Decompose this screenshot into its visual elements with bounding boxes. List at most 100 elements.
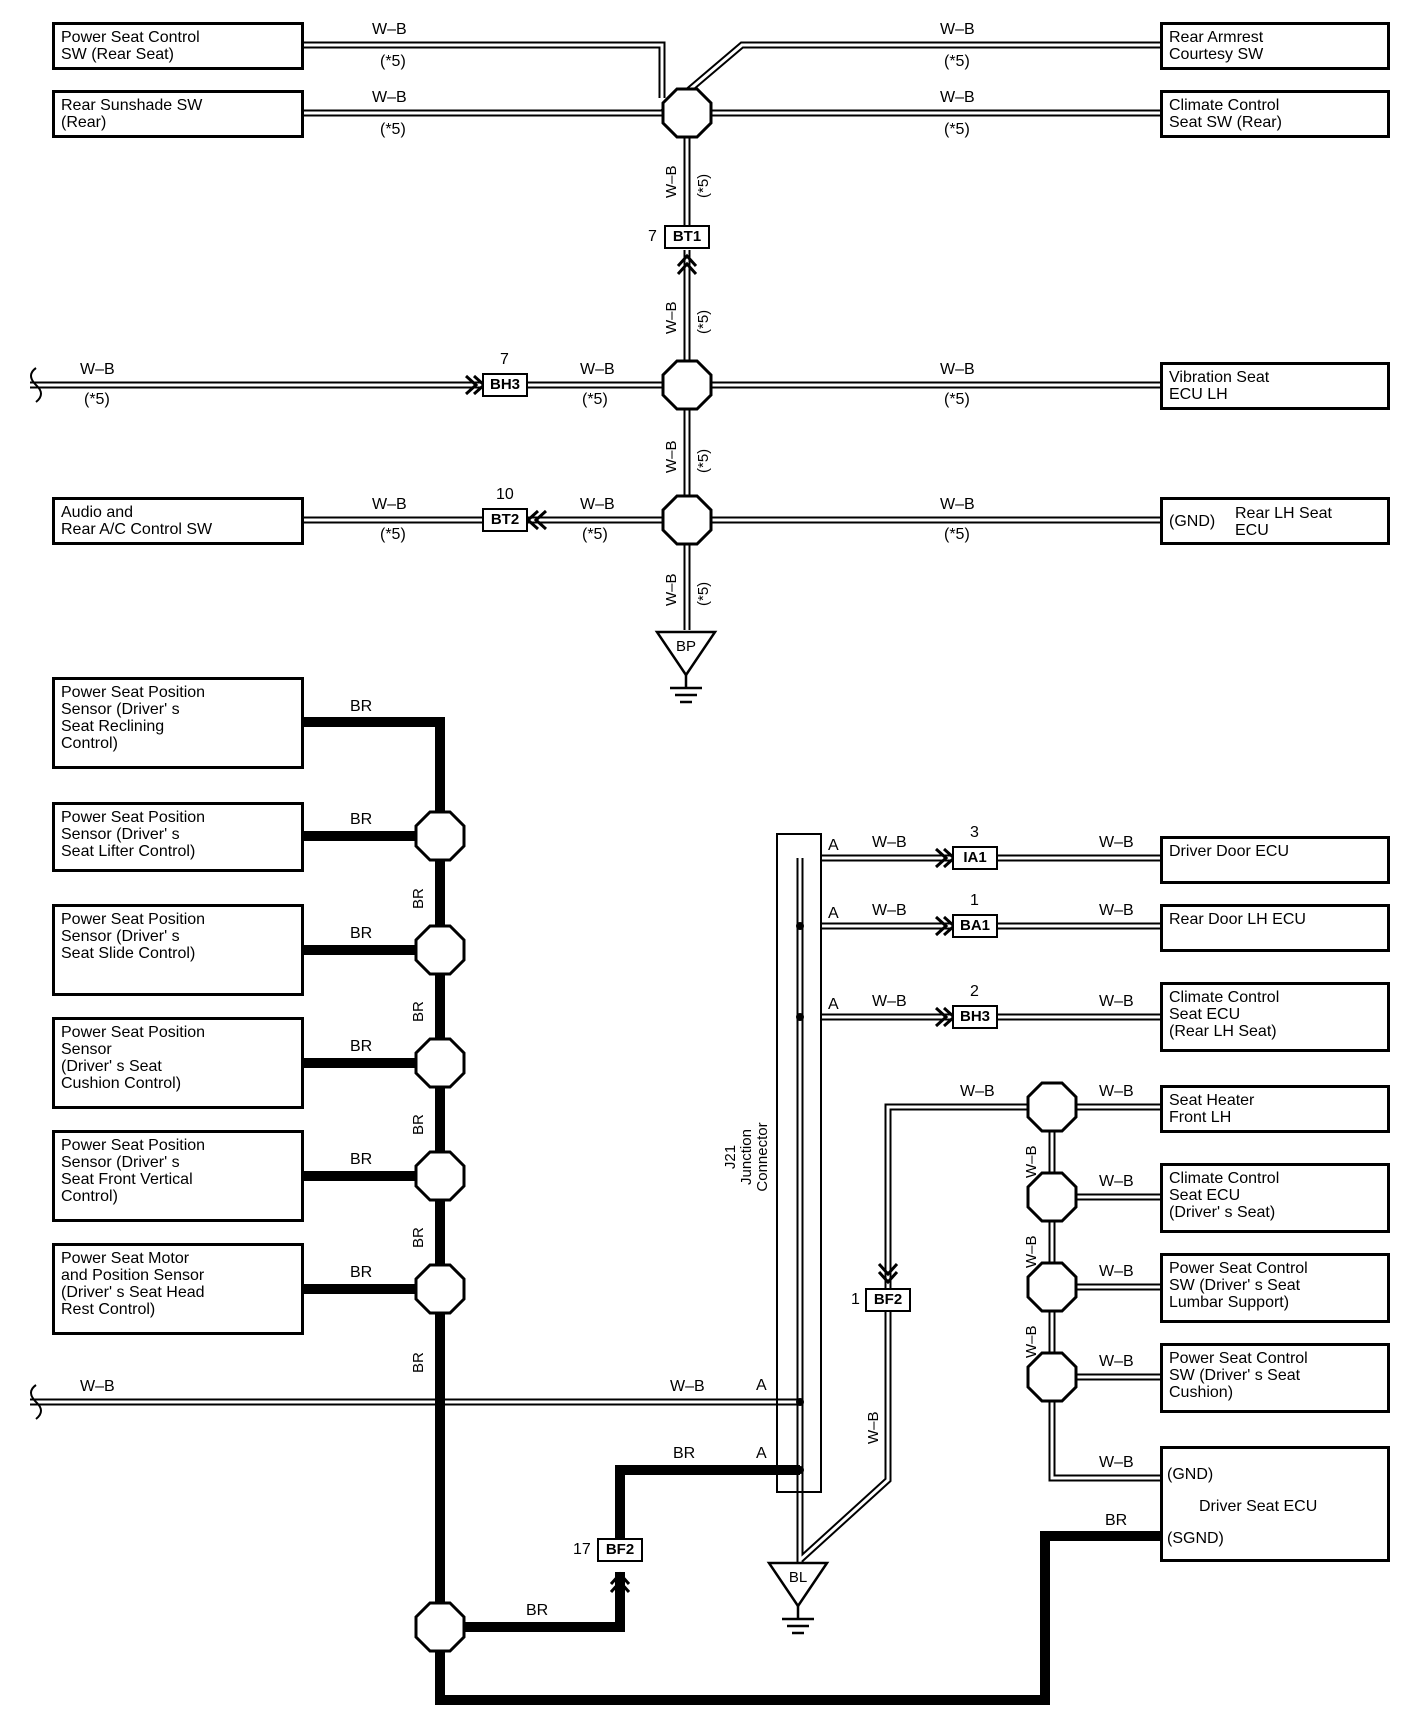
driver-ecu-sgnd-label: (SGND) [1167,1530,1224,1547]
psps-lifter: Power Seat Position Sensor (Driver' s Se… [52,802,304,872]
j21-pin-a-5: A [756,1445,767,1462]
bf2-right-pin: 1 [851,1291,860,1308]
rear-lh-gnd-label: (GND) [1169,513,1216,530]
wire-label: W–B [1023,1235,1040,1268]
wire-label: W–B [872,834,907,851]
junction-connector-j21 [776,833,822,1493]
wire-label: W–B [1099,1263,1134,1280]
driver-door-ecu: Driver Door ECU [1160,836,1390,884]
power-seat-control-sw-cushion: Power Seat Control SW (Driver' s Seat Cu… [1160,1343,1390,1413]
wire-label: BR [350,698,373,715]
wire-label: BR [410,1352,427,1373]
driver-ecu-gnd-label: (GND) [1167,1466,1214,1483]
wire-label: W–B [80,1378,115,1395]
connector-bt2: BT2 [482,508,528,532]
connector-bh3-low: BH3 [952,1005,998,1029]
wire-label: W–B [872,902,907,919]
wire-note: (*5) [582,391,608,408]
wire-label: BR [350,1151,373,1168]
wire-label: BR [350,925,373,942]
wire-label: W–B [372,21,407,38]
connector-bf2-left: BF2 [597,1538,643,1562]
vibration-seat-ecu-lh: Vibration Seat ECU LH [1160,362,1390,410]
wire-label: W–B [1023,1145,1040,1178]
wire-label: W–B [865,1411,882,1444]
wire-note: (*5) [84,391,110,408]
psps-cushion: Power Seat Position Sensor (Driver' s Se… [52,1017,304,1109]
bt2-pin: 10 [496,486,514,503]
wire-label: BR [1105,1512,1128,1529]
wire-label: W–B [872,993,907,1010]
wire-label: W–B [372,496,407,513]
wire-label: BR [350,1038,373,1055]
j21-pin-a-2: A [828,905,839,922]
wire-label: W–B [372,89,407,106]
wire-note: (*5) [695,173,712,198]
splice-points [414,87,1078,1653]
connector-bf2-right: BF2 [865,1288,911,1312]
power-seat-control-sw-rear: Power Seat Control SW (Rear Seat) [52,22,304,70]
rear-sunshade-sw: Rear Sunshade SW (Rear) [52,90,304,138]
wire-label: BR [410,1227,427,1248]
wire-label: W–B [580,496,615,513]
rear-door-lh-ecu: Rear Door LH ECU [1160,904,1390,952]
connector-ba1: BA1 [952,914,998,938]
rear-lh-seat-ecu-label: Rear LH Seat ECU [1235,505,1332,539]
wire-label: BR [673,1445,696,1462]
wire-note: (*5) [380,121,406,138]
junction-connector-label: J21 Junction Connector [722,1122,771,1192]
bh3-low-pin: 2 [970,983,979,1000]
wire-label: W–B [670,1378,705,1395]
wire-label: W–B [1023,1325,1040,1358]
wire-label: W–B [663,440,680,473]
wire-label: W–B [940,361,975,378]
psps-slide: Power Seat Position Sensor (Driver' s Se… [52,904,304,996]
wire-label: BR [526,1602,549,1619]
wire-note: (*5) [582,526,608,543]
connector-ia1: IA1 [952,846,998,870]
audio-rear-ac-control-sw: Audio and Rear A/C Control SW [52,497,304,545]
wire-label: W–B [663,301,680,334]
j21-pin-a-4: A [756,1377,767,1394]
ba1-pin: 1 [970,892,979,909]
psps-reclining: Power Seat Position Sensor (Driver' s Se… [52,677,304,769]
rear-armrest-courtesy-sw: Rear Armrest Courtesy SW [1160,22,1390,70]
wire-label: W–B [1099,1173,1134,1190]
power-seat-control-sw-lumbar: Power Seat Control SW (Driver' s Seat Lu… [1160,1253,1390,1323]
ground-bl-label: BL [788,1569,808,1586]
wire-note: (*5) [695,309,712,334]
bf2-left-pin: 17 [573,1541,591,1558]
wire-label: BR [410,888,427,909]
wire-label: W–B [960,1083,995,1100]
climate-control-seat-ecu-rear-lh: Climate Control Seat ECU (Rear LH Seat) [1160,982,1390,1052]
connector-bh3-top: BH3 [482,373,528,397]
wire-label: W–B [1099,1353,1134,1370]
climate-control-seat-sw-rear: Climate Control Seat SW (Rear) [1160,90,1390,138]
ground-bp-label: BP [675,638,696,655]
wire-label: BR [350,1264,373,1281]
wire-label: BR [350,811,373,828]
psps-front-vertical: Power Seat Position Sensor (Driver' s Se… [52,1130,304,1222]
driver-seat-ecu: (GND) Driver Seat ECU (SGND) [1160,1446,1390,1562]
wire-label: W–B [1099,902,1134,919]
rear-lh-seat-ecu: (GND) Rear LH Seat ECU [1160,497,1390,545]
wire-label: W–B [940,496,975,513]
wire-note: (*5) [944,391,970,408]
wire-label: W–B [1099,834,1134,851]
wire-note: (*5) [380,526,406,543]
wire-label: W–B [580,361,615,378]
wire-note: (*5) [695,581,712,606]
wire-label: W–B [663,165,680,198]
wire-label: W–B [1099,1083,1134,1100]
wire-label: W–B [1099,993,1134,1010]
wire-label: W–B [80,361,115,378]
wire-note: (*5) [944,53,970,70]
wire-note: (*5) [944,526,970,543]
wire-label: BR [410,1001,427,1022]
wire-label: W–B [663,573,680,606]
connector-bt1: BT1 [664,225,710,249]
seat-heater-front-lh: Seat Heater Front LH [1160,1085,1390,1133]
wire-note: (*5) [695,448,712,473]
climate-control-seat-ecu-driver: Climate Control Seat ECU (Driver' s Seat… [1160,1163,1390,1233]
